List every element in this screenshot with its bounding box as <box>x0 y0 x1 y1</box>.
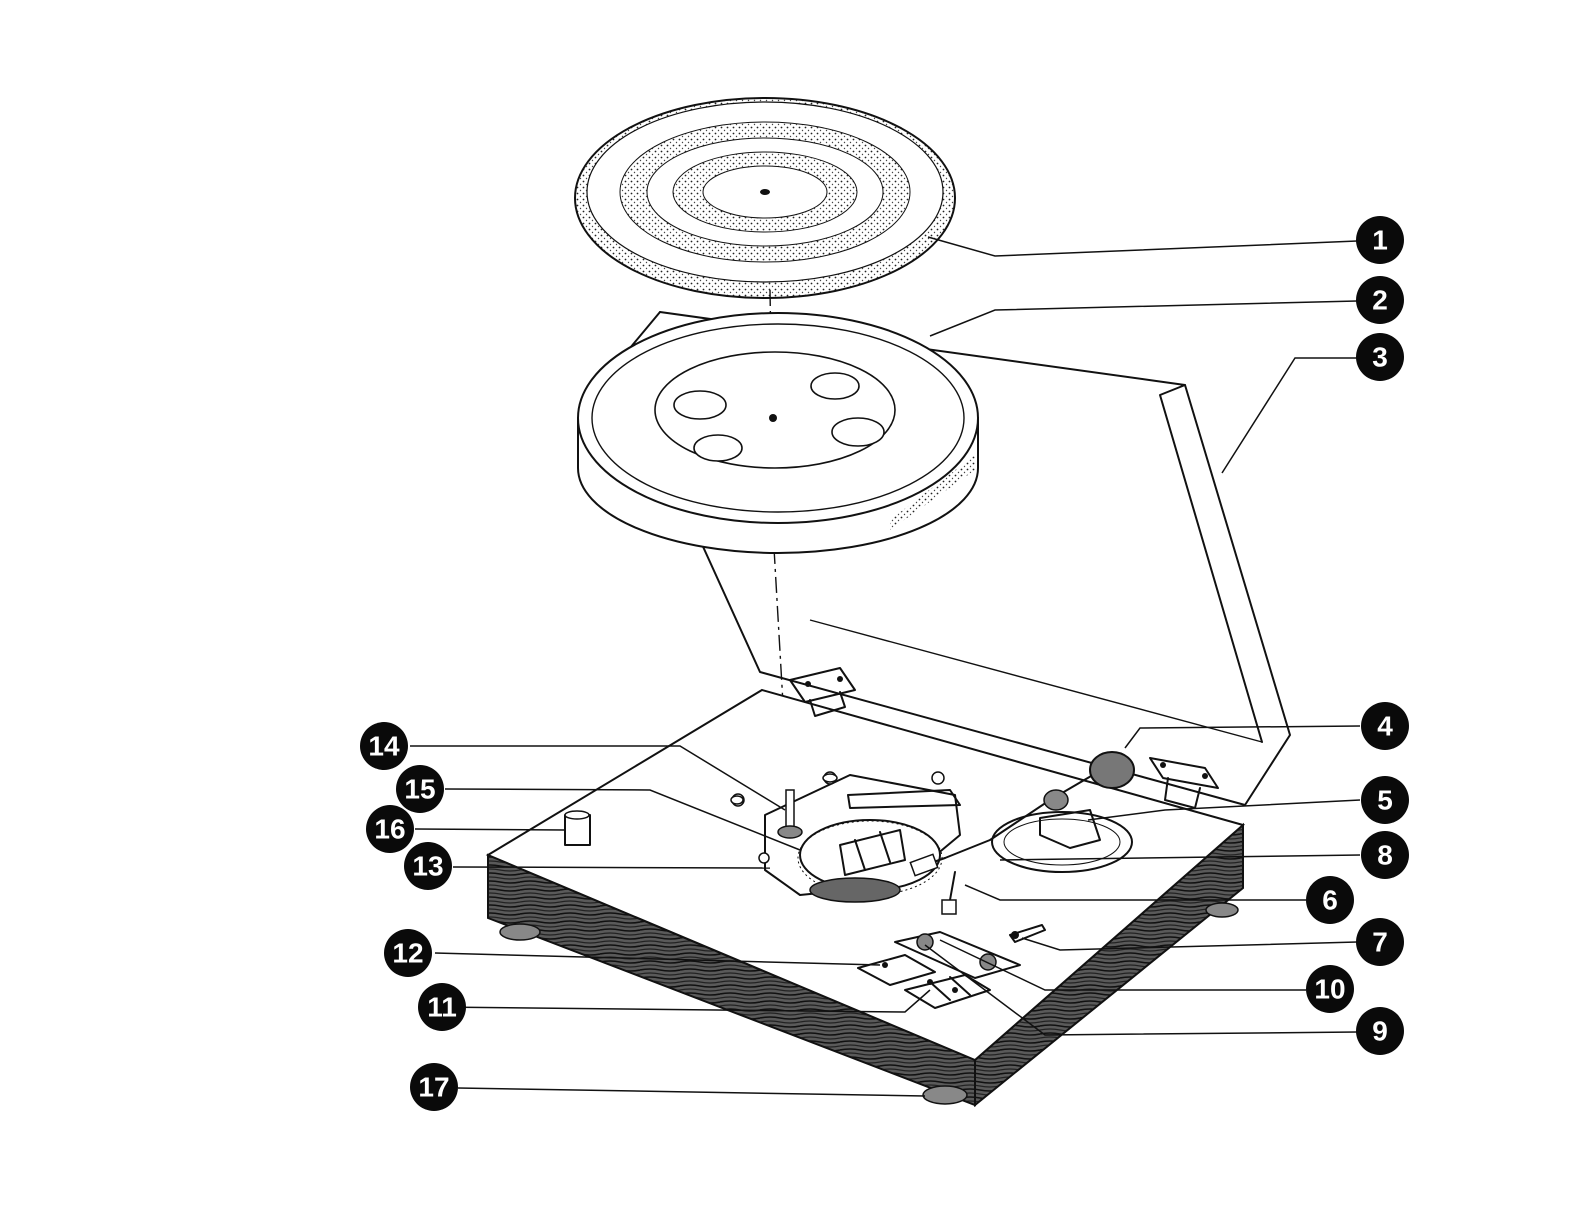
svg-text:7: 7 <box>1372 927 1388 958</box>
callout-2: 2 <box>1356 276 1404 324</box>
speed-knob-right <box>980 954 996 970</box>
callout-4: 4 <box>1361 702 1409 750</box>
tonearm-base-plate <box>992 812 1132 872</box>
svg-text:6: 6 <box>1322 885 1338 916</box>
foot-right <box>1206 903 1238 917</box>
callout-6: 6 <box>1306 876 1354 924</box>
callout-1: 1 <box>1356 216 1404 264</box>
svg-text:5: 5 <box>1377 785 1393 816</box>
callout-7: 7 <box>1356 918 1404 966</box>
svg-text:14: 14 <box>368 731 400 762</box>
foot-left <box>500 924 540 940</box>
callout-11: 11 <box>418 983 466 1031</box>
svg-text:4: 4 <box>1377 711 1393 742</box>
svg-text:1: 1 <box>1372 225 1388 256</box>
callout-14: 14 <box>360 722 408 770</box>
svg-text:11: 11 <box>427 992 457 1023</box>
callout-12: 12 <box>384 929 432 977</box>
svg-text:10: 10 <box>1314 974 1345 1005</box>
svg-text:12: 12 <box>392 938 423 969</box>
svg-text:9: 9 <box>1372 1016 1388 1047</box>
callout-10: 10 <box>1306 965 1354 1013</box>
svg-text:13: 13 <box>412 851 443 882</box>
hinge-right <box>1150 758 1218 808</box>
drive-belt-pulley <box>810 878 900 902</box>
callout-9: 9 <box>1356 1007 1404 1055</box>
callout-17: 17 <box>410 1063 458 1111</box>
svg-text:17: 17 <box>418 1072 449 1103</box>
svg-text:16: 16 <box>374 814 405 845</box>
svg-text:2: 2 <box>1372 285 1388 316</box>
speed-knob-left <box>917 934 933 950</box>
svg-text:3: 3 <box>1372 342 1388 373</box>
callout-13: 13 <box>404 842 452 890</box>
callout-3: 3 <box>1356 333 1404 381</box>
platter-mat <box>575 98 955 298</box>
platter <box>578 313 978 553</box>
callout-16: 16 <box>366 805 414 853</box>
foot-front <box>923 1086 967 1104</box>
svg-text:15: 15 <box>404 774 435 805</box>
callout-8: 8 <box>1361 831 1409 879</box>
svg-text:8: 8 <box>1377 840 1393 871</box>
callout-15: 15 <box>396 765 444 813</box>
callout-5: 5 <box>1361 776 1409 824</box>
counterweight <box>1090 752 1134 788</box>
